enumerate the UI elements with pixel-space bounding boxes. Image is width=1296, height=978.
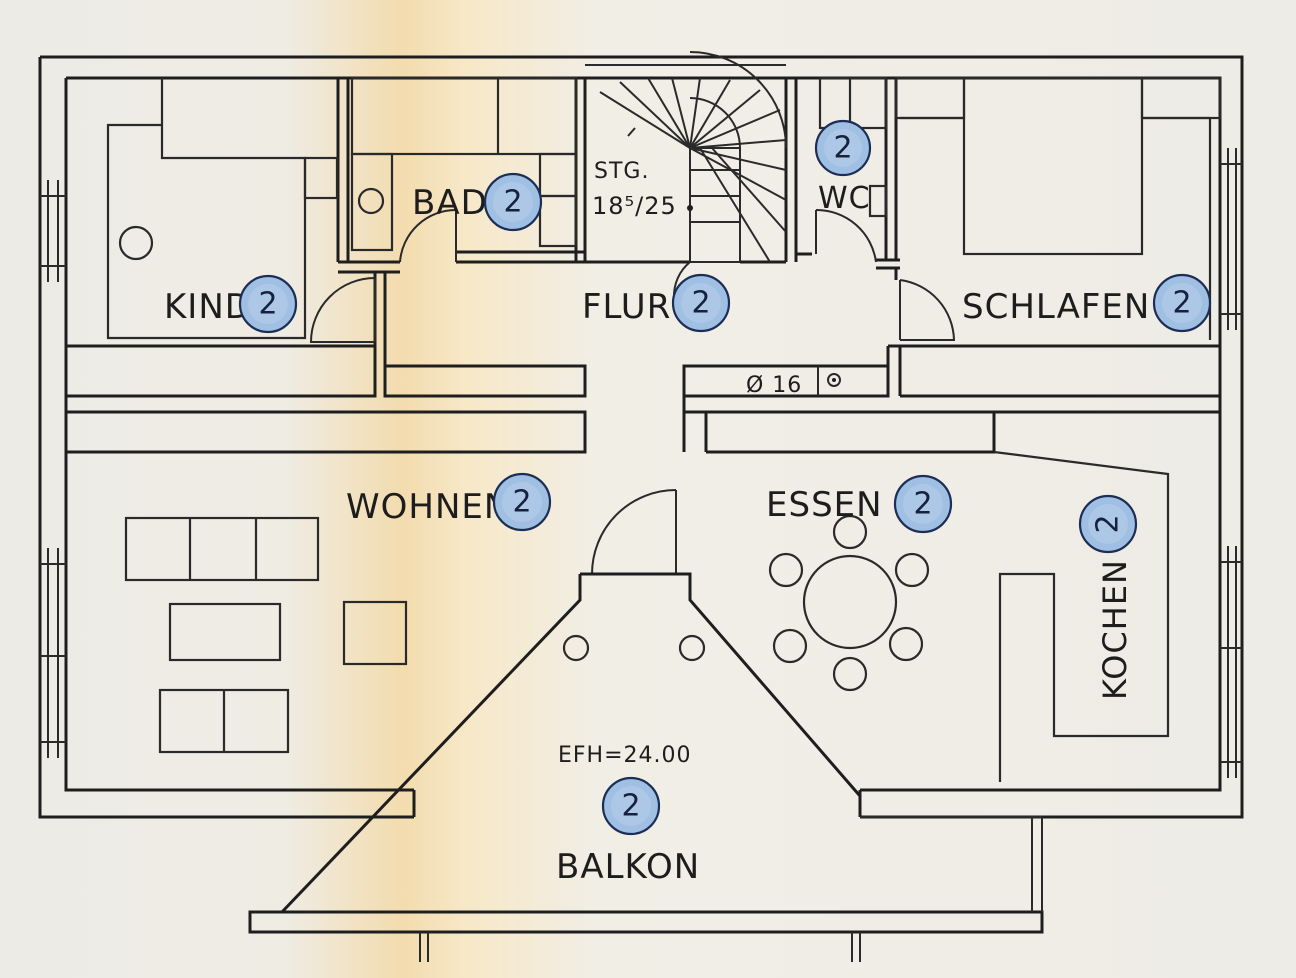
- svg-text:2: 2: [1172, 286, 1191, 321]
- badge-bad: 2: [483, 172, 543, 232]
- label-chimney: Ø 16: [746, 373, 802, 398]
- label-stg-dim: 18⁵/25: [592, 192, 677, 220]
- interior-walls: [66, 78, 1220, 454]
- label-kochen: KOCHEN: [1096, 559, 1134, 700]
- essen-furniture: [768, 514, 930, 692]
- windows: [40, 148, 1242, 778]
- svg-text:2: 2: [503, 185, 522, 220]
- badge-wc: 2: [814, 119, 872, 177]
- label-stg: STG.: [594, 159, 649, 184]
- kochen-furniture: [993, 450, 1170, 782]
- room-badges: 2 2 2 2 2 2 2 2: [238, 119, 1212, 836]
- balcony: [248, 572, 1044, 962]
- bad-furniture: [350, 76, 578, 252]
- door-wc: [815, 208, 877, 263]
- window-wohnen: [40, 548, 66, 758]
- label-flur: FLUR: [582, 287, 671, 327]
- schlafen-furniture: [894, 76, 1222, 340]
- wohnen-furniture: [124, 516, 408, 754]
- door-schlafen: [899, 279, 956, 341]
- badge-balkon: 2: [601, 776, 661, 836]
- label-efh: EFH=24.00: [558, 743, 692, 768]
- svg-text:2: 2: [621, 789, 640, 824]
- svg-text:2: 2: [691, 286, 710, 321]
- badge-essen: 2: [893, 474, 953, 534]
- svg-text:2: 2: [1091, 514, 1126, 533]
- svg-text:2: 2: [512, 485, 531, 520]
- label-schlafen: SCHLAFEN: [962, 287, 1150, 327]
- chimney: [817, 366, 841, 396]
- room-labels: KIND BAD STG. 18⁵/25 WC FLUR SCHLAFEN Ø …: [164, 159, 1150, 887]
- label-balkon: BALKON: [556, 847, 700, 887]
- window-kind: [40, 180, 66, 282]
- svg-text:2: 2: [258, 287, 277, 322]
- doors: [309, 208, 956, 575]
- kind-furniture: [106, 78, 339, 340]
- badge-wohnen: 2: [492, 472, 552, 532]
- furniture: [106, 76, 1222, 782]
- stair: [585, 51, 787, 263]
- window-kochen: [1220, 546, 1242, 778]
- door-kind: [309, 277, 376, 343]
- svg-text:2: 2: [913, 487, 932, 522]
- label-wohnen: WOHNEN: [346, 487, 510, 527]
- label-wc: WC: [818, 181, 871, 216]
- badge-flur: 2: [671, 273, 731, 333]
- label-bad: BAD: [412, 183, 488, 223]
- svg-text:2: 2: [833, 131, 852, 166]
- door-bad: [399, 208, 457, 263]
- badge-kind: 2: [238, 274, 298, 334]
- window-schlafen: [1220, 148, 1242, 330]
- door-balkon: [591, 489, 677, 575]
- badge-kochen: 2: [1078, 494, 1138, 554]
- badge-schlafen: 2: [1152, 273, 1212, 333]
- label-essen: ESSEN: [766, 485, 883, 525]
- label-kind: KIND: [164, 287, 252, 327]
